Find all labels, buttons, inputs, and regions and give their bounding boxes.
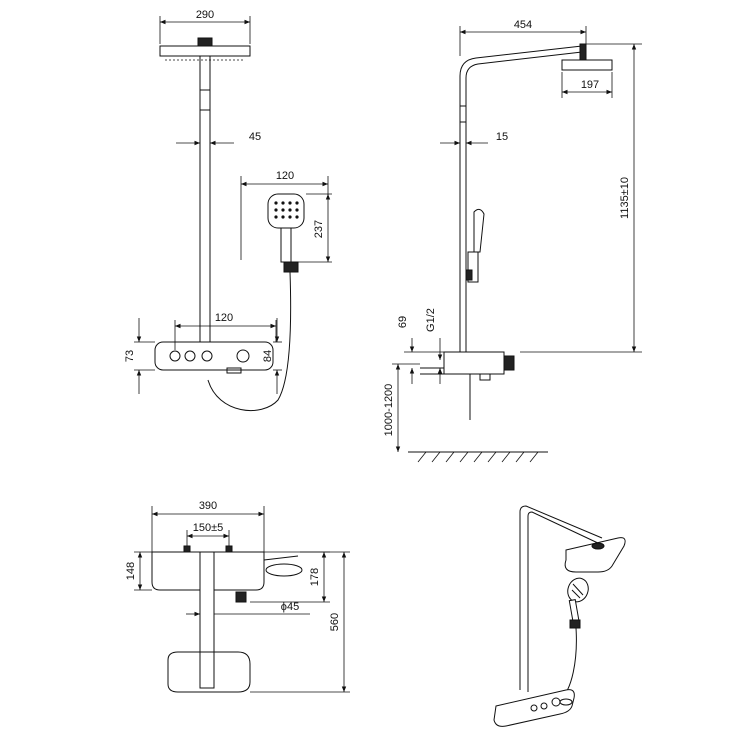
dim-top-panel-depth: 148 — [125, 562, 137, 580]
dim-handshower-height: 237 — [313, 220, 325, 238]
dim-total-height: 1135±10 — [619, 177, 631, 219]
dim-inlet-spacing: 150±5 — [193, 522, 224, 534]
side-view: 454 197 15 1135±10 — [383, 19, 642, 463]
dim-pipe-diameter: ϕ45 — [281, 601, 299, 613]
hose — [207, 271, 292, 412]
side-hand-shower — [465, 208, 485, 283]
iso-control-panel — [493, 689, 575, 727]
dim-inlet-height: 69 — [397, 316, 409, 328]
dim-handshower-width: 120 — [276, 170, 294, 182]
dim-side-pipe-offset: 15 — [496, 131, 508, 143]
rain-head-connector — [197, 37, 213, 47]
rain-head — [159, 45, 251, 57]
dim-pipe-offset: 45 — [249, 131, 261, 143]
iso-riser — [519, 505, 603, 690]
top-view: 390 150±5 148 178 ϕ45 560 — [125, 500, 350, 693]
iso-hand-shower — [559, 577, 589, 701]
side-panel — [420, 351, 515, 420]
soap-dish — [265, 563, 303, 577]
dim-install-height: 1000-1200 — [383, 384, 395, 437]
dim-head-width: 290 — [196, 9, 214, 21]
dim-top-width: 390 — [199, 500, 217, 512]
riser-pipe — [199, 55, 211, 363]
isometric-view — [493, 505, 626, 727]
side-head-arm — [579, 43, 587, 61]
hand-shower — [267, 193, 305, 273]
control-panel — [154, 341, 274, 374]
dim-thread: G1/2 — [425, 308, 437, 332]
dim-shelf-depth: 178 — [309, 568, 321, 586]
side-riser — [459, 45, 583, 352]
floor-line — [408, 451, 548, 463]
dim-total-depth: 560 — [329, 613, 341, 631]
iso-rain-head — [564, 537, 626, 573]
side-rain-head — [561, 59, 613, 71]
dim-panel-height: 73 — [124, 350, 136, 362]
dim-panel-depth: 84 — [262, 350, 274, 362]
dim-head-diameter: 197 — [581, 79, 599, 91]
front-view: 290 45 120 237 — [124, 9, 332, 412]
dim-valve-spacing: 120 — [215, 312, 233, 324]
dim-arm-length: 454 — [514, 19, 532, 31]
